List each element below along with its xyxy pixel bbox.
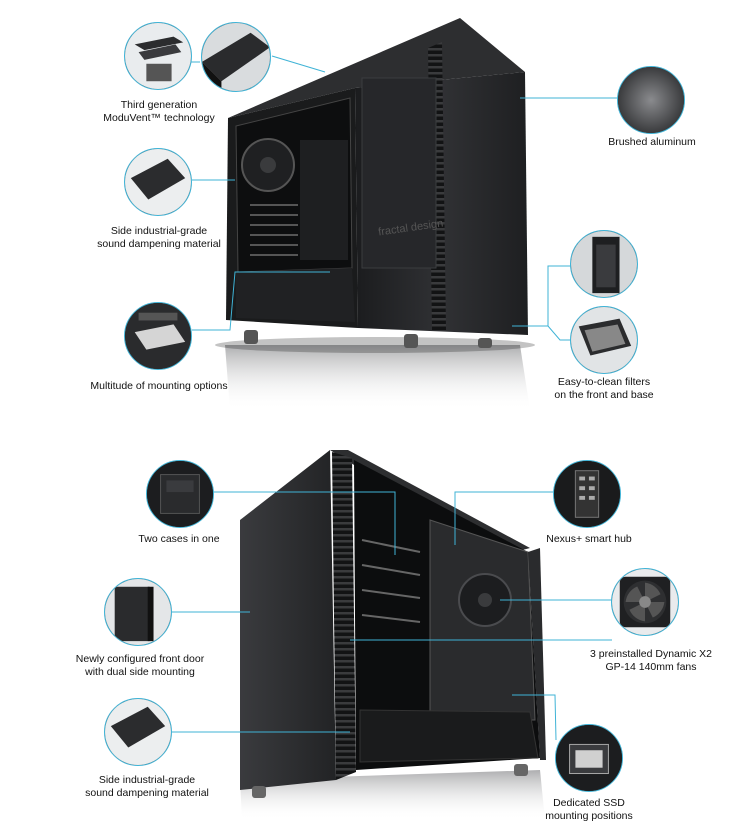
bottom-connector-lines: [172, 491, 612, 741]
label-side-dampening: Side industrial-grade sound dampening ma…: [97, 225, 221, 250]
top-panel-icon: [201, 22, 271, 92]
dampening-pad-icon-2: [104, 698, 172, 766]
front-door-icon: [104, 578, 172, 646]
fan-icon: [611, 568, 679, 636]
label-side-dampening-2: Side industrial-grade sound dampening ma…: [85, 774, 209, 799]
label-front-door: Newly configured front door with dual si…: [75, 653, 205, 678]
label-nexus-hub: Nexus+ smart hub: [546, 533, 632, 545]
dampening-pad-icon: [124, 148, 192, 216]
brushed-aluminum-icon: [617, 66, 685, 134]
smart-hub-icon: [553, 460, 621, 528]
moduvent-filter-icon: [124, 22, 192, 90]
drive-bay-icon: [124, 302, 192, 370]
label-filters: Easy-to-clean filters on the front and b…: [554, 376, 654, 401]
label-moduvent: Third generation ModuVent™ technology: [103, 99, 215, 124]
label-mounting-options: Multitude of mounting options: [90, 380, 228, 392]
base-filter-icon: [570, 306, 638, 374]
case-bottom-view: [240, 450, 546, 820]
label-brushed-aluminum: Brushed aluminum: [608, 136, 696, 148]
label-fans: 3 preinstalled Dynamic X2 GP-14 140mm fa…: [590, 648, 712, 673]
case-interior-icon: [146, 460, 214, 528]
ssd-bracket-icon: [555, 724, 623, 792]
case-top-view: [215, 18, 535, 410]
label-two-cases: Two cases in one: [138, 533, 220, 545]
top-connector-lines: [190, 55, 618, 341]
label-ssd: Dedicated SSD mounting positions: [545, 797, 633, 822]
front-filter-icon: [570, 230, 638, 298]
